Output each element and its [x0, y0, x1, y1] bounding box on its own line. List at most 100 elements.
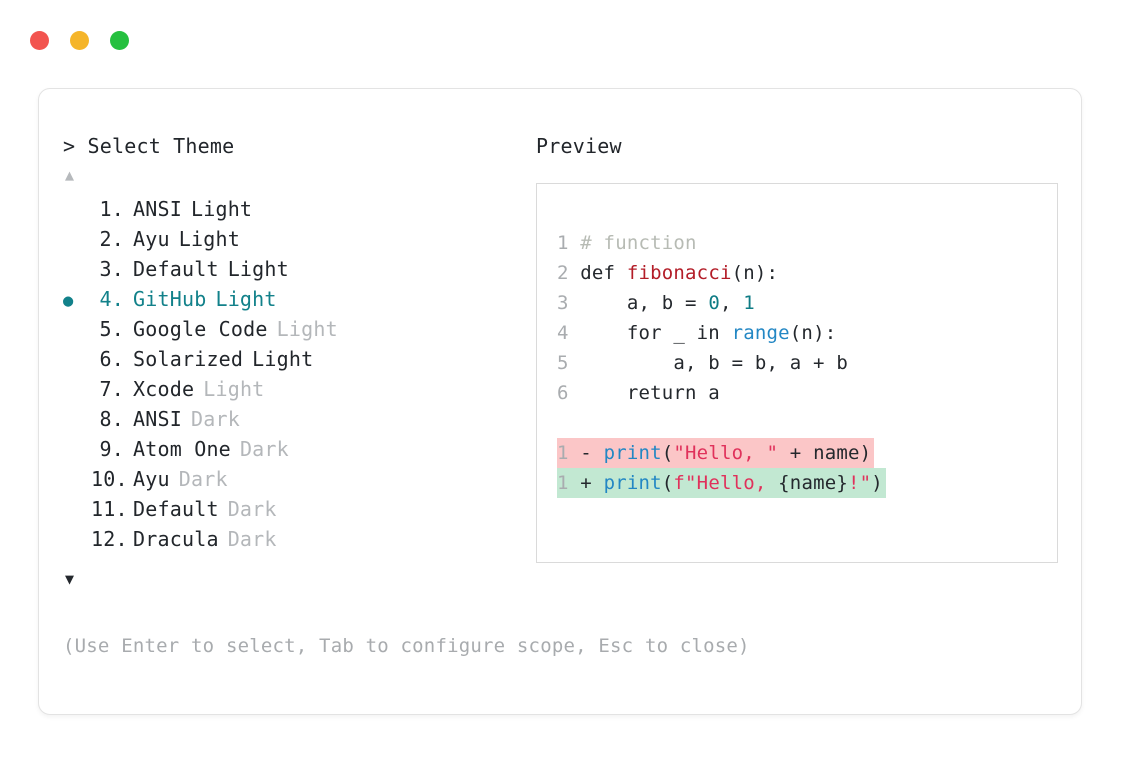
code-token: def — [580, 262, 627, 284]
code-line: 6 return a — [557, 378, 720, 408]
selection-bullet-icon: ● — [63, 406, 91, 436]
theme-item-name: Solarized — [133, 347, 244, 371]
code-token: ( — [661, 472, 674, 494]
diff-marker: + — [580, 472, 604, 494]
preview-header: Preview — [536, 134, 622, 158]
theme-list-item[interactable]: ● 2. Ayu Light — [63, 224, 533, 254]
code-token: ) — [871, 472, 883, 494]
theme-item-index: 11. — [91, 497, 128, 521]
theme-item-variant: Dark — [178, 467, 228, 491]
theme-item-name: Google Code — [133, 317, 268, 341]
code-line: 3 a, b = 0, 1 — [557, 288, 755, 318]
diff-added-line: 1 + print(f"Hello, {name}!") — [557, 468, 886, 498]
line-number: 1 — [557, 232, 581, 254]
theme-item-variant: Light — [227, 257, 289, 281]
theme-item-name: Ayu — [133, 467, 170, 491]
theme-item-variant: Light — [203, 377, 265, 401]
code-token: 1 — [743, 292, 755, 314]
theme-list-item[interactable]: ●10.Ayu Dark — [63, 464, 533, 494]
theme-item-variant: Light — [252, 347, 314, 371]
theme-item-variant: Dark — [227, 527, 277, 551]
theme-item-index: 7. — [99, 377, 124, 401]
code-token: a, b = — [580, 292, 709, 314]
theme-item-variant: Light — [178, 227, 240, 251]
selection-bullet-icon: ● — [63, 256, 91, 286]
code-token: range — [731, 322, 790, 344]
theme-item-index: 5. — [99, 317, 124, 341]
theme-item-name: Ayu — [133, 227, 170, 251]
selection-bullet-icon: ● — [63, 466, 91, 496]
maximize-button[interactable] — [110, 31, 129, 50]
selection-bullet-icon: ● — [63, 291, 74, 311]
scroll-down-icon[interactable]: ▼ — [65, 570, 75, 588]
line-number: 1 — [557, 442, 581, 464]
theme-item-index: 3. — [99, 257, 124, 281]
theme-item-name: ANSI — [133, 407, 182, 431]
keyboard-hint: (Use Enter to select, Tab to configure s… — [63, 635, 750, 657]
code-token: 0 — [708, 292, 720, 314]
theme-list-item[interactable]: ● 8. ANSI Dark — [63, 404, 533, 434]
selection-bullet-icon: ● — [63, 346, 91, 376]
diff-removed-line: 1 - print("Hello, " + name) — [557, 438, 875, 468]
header-space — [75, 134, 87, 158]
theme-list: ●1.ANSILight●2.AyuLight●3.DefaultLight●4… — [63, 194, 533, 554]
line-number: 1 — [557, 472, 581, 494]
theme-item-index: 10. — [91, 467, 128, 491]
code-token: (n): — [789, 322, 837, 344]
prompt-caret-icon: > — [63, 134, 76, 158]
theme-item-name: Default — [133, 257, 219, 281]
code-token: (n): — [731, 262, 779, 284]
code-spacer — [557, 408, 1057, 438]
code-token: ( — [661, 442, 674, 464]
selection-bullet-icon: ● — [63, 436, 91, 466]
line-number: 6 — [557, 382, 581, 404]
selection-bullet-icon: ● — [63, 376, 91, 406]
theme-list-panel: > Select Theme ▲ ●1.ANSILight●2.AyuLight… — [63, 134, 533, 588]
selection-bullet-icon: ● — [63, 226, 91, 256]
selection-bullet-icon: ● — [63, 496, 91, 526]
diff-block: 1 - print("Hello, " + name)1 + print(f"H… — [557, 438, 1057, 498]
theme-list-item[interactable]: ● 7. Xcode Light — [63, 374, 533, 404]
theme-item-variant: Light — [276, 317, 338, 341]
theme-selector-card: > Select Theme ▲ ●1.ANSILight●2.AyuLight… — [38, 88, 1082, 715]
diff-marker: - — [580, 442, 604, 464]
select-theme-header: > Select Theme — [63, 134, 533, 158]
theme-item-name: Default — [133, 497, 219, 521]
code-line: 5 a, b = b, a + b — [557, 348, 848, 378]
theme-item-variant: Dark — [227, 497, 277, 521]
minimize-button[interactable] — [70, 31, 89, 50]
line-number: 3 — [557, 292, 581, 314]
selection-bullet-icon: ● — [63, 526, 91, 556]
scroll-up-icon[interactable]: ▲ — [65, 166, 75, 184]
theme-list-item[interactable]: ●11.Default Dark — [63, 494, 533, 524]
code-token: , — [719, 292, 744, 314]
theme-item-variant: Dark — [190, 407, 240, 431]
close-button[interactable] — [30, 31, 49, 50]
theme-list-item[interactable]: ● 3. Default Light — [63, 254, 533, 284]
code-token: print — [603, 472, 662, 494]
theme-item-name: Xcode — [133, 377, 195, 401]
theme-item-index: 2. — [99, 227, 124, 251]
theme-item-index: 8. — [99, 407, 124, 431]
code-token: # function — [580, 232, 697, 254]
theme-item-index: 1. — [99, 197, 124, 221]
code-token: print — [603, 442, 662, 464]
code-line: 4 for _ in range(n): — [557, 318, 836, 348]
theme-item-name: Dracula — [133, 527, 219, 551]
code-token: !" — [848, 472, 872, 494]
window-controls — [30, 31, 129, 50]
line-number: 2 — [557, 262, 581, 284]
theme-item-name: GitHub — [133, 287, 207, 311]
code-token: for _ in — [580, 322, 732, 344]
code-token: {name} — [778, 472, 849, 494]
theme-item-variant: Light — [190, 197, 253, 221]
